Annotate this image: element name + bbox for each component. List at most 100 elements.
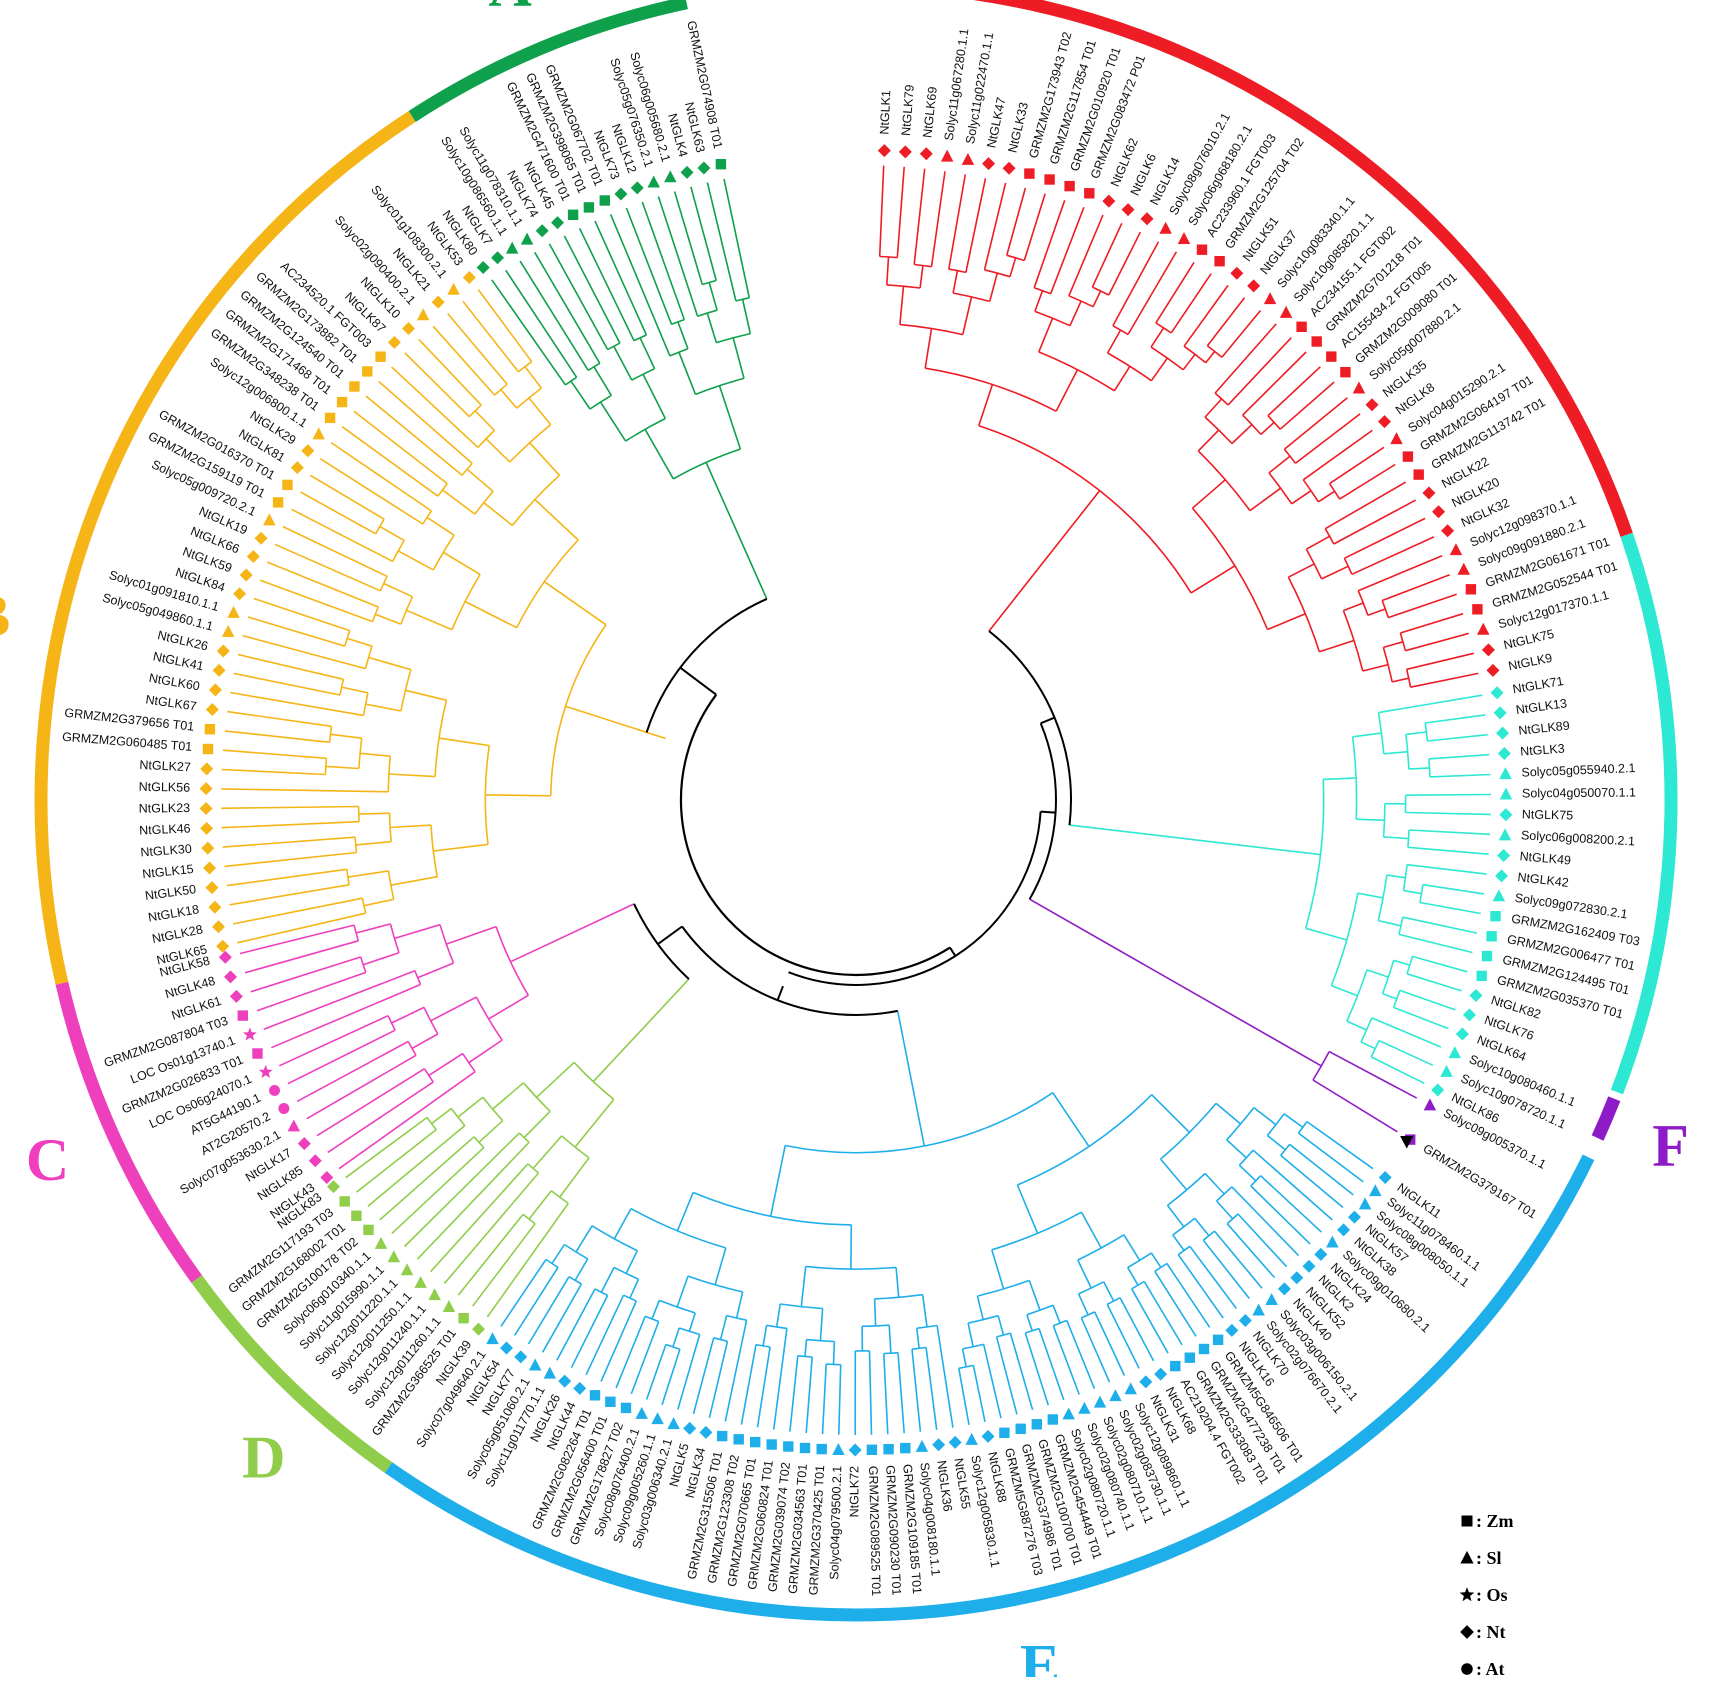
clade-E-branch [1227,1224,1274,1278]
leaf-square-icon [458,1313,468,1323]
leaf-diamond-icon [298,1137,311,1150]
leaf-label: NtGLK79 [899,84,917,136]
clade-E-branch [501,1260,546,1327]
clade-E-branch [1120,1298,1154,1361]
clade-G-branch [1331,986,1357,996]
clade-E-branch [694,1338,714,1414]
clade-E-branch [834,1342,835,1365]
clade-D-branch [392,1148,484,1234]
clade-E-branch [1254,1108,1276,1125]
clade-B-branch [301,492,376,534]
leaf-square-icon [1170,1361,1180,1371]
clade-B-branch [223,750,326,758]
clade-E-branch [777,1304,781,1327]
leaf-diamond-icon [1482,643,1495,656]
clade-E-branch [576,1226,592,1252]
clade-B-branch [379,381,473,463]
clade-A-branch [640,338,655,369]
clade-G-branch [1403,917,1477,933]
clade-E-branch [771,1146,786,1217]
leaf-triangle-icon [667,1417,679,1429]
backbone-arc [789,812,1041,985]
leaf-diamond-icon [1154,1368,1167,1381]
leaf-square-icon [1016,1424,1026,1434]
leaf-square-icon [1048,1414,1058,1424]
clade-D-branch [529,1191,551,1219]
clade-E-branch [823,1364,827,1434]
clade-E-branch [1053,1305,1060,1323]
clade-H-branch [1171,274,1211,333]
leaf-diamond-icon [216,940,229,953]
leaf-triangle-icon [222,625,234,637]
clade-B-branch [230,885,349,905]
clade-H-branch [1151,358,1167,381]
clade-G-branch [1384,752,1408,754]
leaf-label: NtGLK56 [139,780,191,795]
clade-H-branch [1151,328,1164,347]
clade-ring-H [743,0,1627,535]
leaf-label: NtGLK9 [1507,651,1553,674]
leaf-diamond-icon [1314,1248,1327,1261]
leaf-triangle-icon [1477,623,1489,635]
leaf-square-icon [282,480,292,490]
leaf-diamond-icon [1499,808,1512,821]
leaf-diamond-icon [463,271,476,284]
leaf-triangle-icon [1094,1396,1106,1408]
clade-H-branch [1306,536,1329,549]
leaf-diamond-icon [1495,869,1508,882]
leaf-diamond-icon [301,444,314,457]
leaf-label: NtGLK18 [147,902,200,924]
clade-C-branch [392,1007,424,1023]
clade-A-branch [580,228,634,340]
clade-A-branch [492,280,566,385]
clade-E-branch [1027,1315,1032,1331]
clade-G-branch [1425,715,1485,723]
clade-B-branch [342,687,368,693]
clade-A-branch [549,244,607,350]
clade-B-branch [366,704,401,711]
leaf-diamond-icon [203,861,216,874]
leaf-label: NtGLK49 [1519,849,1571,867]
leaf-diamond-icon [631,181,644,194]
clade-E-branch [1167,1264,1210,1328]
clade-E-branch [1079,1294,1089,1315]
leaf-square-icon [1403,451,1413,461]
leaf-square-icon [867,1445,877,1455]
clade-E-branch [529,1277,570,1344]
legend-diamond-icon [1460,1625,1474,1639]
clade-E-branch [715,1248,726,1285]
clade-E-branch [1124,1235,1140,1261]
leaf-square-icon [900,1443,910,1453]
leaf-triangle-icon [1265,1293,1277,1305]
leaf-diamond-icon [1139,1375,1152,1388]
clade-H-branch [1232,425,1252,444]
clade-G-branch [1430,775,1491,777]
leaf-diamond-icon [558,1375,571,1388]
leaf-square-icon [375,352,385,362]
leaf-triangle-icon [651,1412,663,1424]
leaf-diamond-icon [240,569,253,582]
leaf-square-icon [1214,256,1224,266]
clade-H-branch [1108,330,1121,353]
clade-B-branch [427,517,454,535]
clade-H-branch [1343,603,1363,611]
clade-A-branch [643,374,665,418]
leaf-diamond-icon [1239,1314,1252,1327]
clade-H-branch [1292,491,1311,504]
leaf-triangle-icon [635,1407,647,1419]
leaf-square-icon [767,1439,777,1449]
leaf-square-icon [783,1441,793,1451]
clade-G-branch [1420,903,1481,914]
leaf-label: NtGLK42 [1517,870,1570,890]
clade-E-branch [677,1276,688,1307]
clade-H-branch [900,286,904,324]
leaf-diamond-icon [217,645,230,658]
leaf-label: NtGLK3 [1520,742,1565,759]
leaf-triangle-icon [1450,543,1462,555]
clade-E-branch [998,1316,1003,1335]
clade-H-branch [1070,301,1081,326]
clade-E-branch [1227,1140,1247,1158]
clade-B-branch [405,353,469,417]
clade-C-branch [251,957,361,992]
clade-A-branch [611,214,670,356]
